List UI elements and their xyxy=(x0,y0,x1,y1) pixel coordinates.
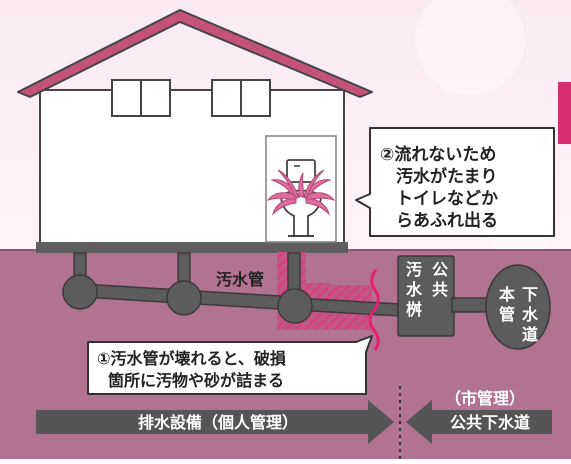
callout-overflow-line-3: トイレなどか xyxy=(396,189,498,209)
public-basin-char-5: 桝 xyxy=(406,300,422,319)
private-drainage-label: 排水設備（個人管理） xyxy=(138,413,298,432)
public-basin-char-1: 公 xyxy=(432,260,448,279)
callout-overflow-line-1: ②流れないため xyxy=(380,144,496,165)
public-sewer-arrow: 公共下水道 xyxy=(406,400,552,444)
pipe-label: 汚水管 xyxy=(216,270,264,289)
callout-overflow-line-2: 汚水がたまり xyxy=(396,166,498,187)
accent-tab xyxy=(558,82,571,144)
city-managed-label: （市管理） xyxy=(445,389,525,408)
sewer-main-char-4: 本 xyxy=(499,285,515,304)
window-right xyxy=(211,79,271,117)
private-drainage-arrow: 排水設備（個人管理） xyxy=(36,400,394,444)
sewer-main-char-5: 管 xyxy=(499,305,515,324)
callout-broken-line-2: 箇所に汚物や砂が詰まる xyxy=(108,371,284,390)
roof xyxy=(17,9,373,98)
sewer-main xyxy=(485,264,551,350)
public-basin-char-4: 水 xyxy=(406,280,423,299)
sewer-main-char-1: 下 xyxy=(522,285,538,304)
sewer-main-label: 下 水 道 本 管 xyxy=(499,285,539,344)
public-basin-label: 公 共 汚 水 桝 xyxy=(406,260,448,319)
public-basin-char-2: 共 xyxy=(432,280,448,299)
public-basin-char-3: 汚 xyxy=(406,260,422,279)
inspection-basin-3 xyxy=(277,288,313,324)
public-basin xyxy=(397,255,455,337)
public-sewer-label: 公共下水道 xyxy=(450,413,530,432)
window-left xyxy=(111,79,171,117)
inspection-basin-2 xyxy=(166,280,202,316)
callout-broken-pipe: ①汚水管が壊れると、破損 箇所に汚物や砂が詰まる xyxy=(87,335,373,395)
pipe-crack-icon xyxy=(368,269,380,351)
sewer-main-char-3: 道 xyxy=(522,325,538,344)
sewer-main-char-2: 水 xyxy=(522,305,539,324)
callout-overflow-line-4: らあふれ出る xyxy=(396,210,498,231)
foundation xyxy=(36,242,348,253)
inspection-basin-1 xyxy=(62,274,98,310)
callout-overflow: ②流れないため 汚水がたまり トイレなどか らあふれ出る xyxy=(355,127,555,237)
overflow-splash-icon xyxy=(266,169,336,216)
drain-pipe xyxy=(62,252,551,350)
callout-broken-line-1: ①汚水管が壊れると、破損 xyxy=(97,349,287,368)
